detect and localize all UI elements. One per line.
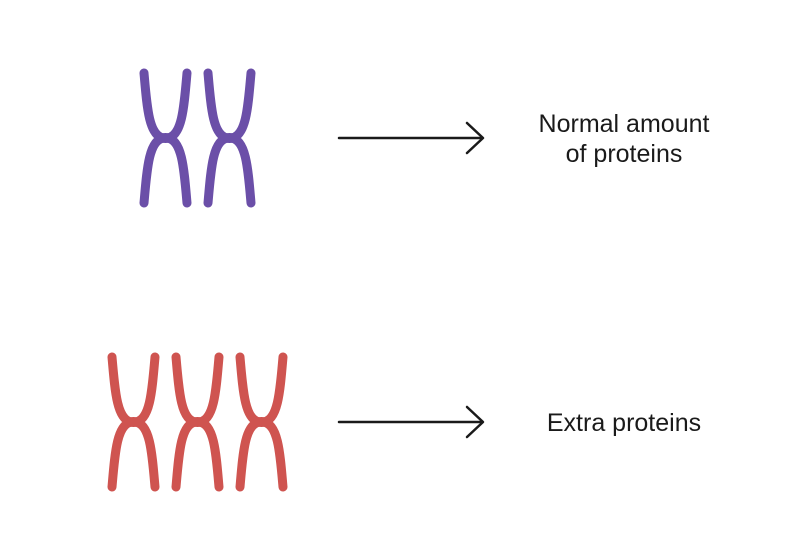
extra-arrow-icon: [337, 405, 485, 439]
extra-proteins-label: Extra proteins: [494, 408, 754, 438]
normal-proteins-label: Normal amount of proteins: [494, 109, 754, 169]
normal-row: [139, 68, 485, 208]
normal-centromere-2: [220, 133, 239, 143]
normal-label-line-2: of proteins: [565, 140, 683, 168]
extra-centromere-3: [252, 417, 271, 427]
normal-chromosome-icon-1: [139, 68, 192, 208]
extra-row: [107, 352, 485, 492]
extra-label-line-1: Extra proteins: [546, 409, 702, 437]
extra-chromosome-icon-1: [107, 352, 160, 492]
extra-arrow-head: [465, 405, 485, 439]
extra-centromere-2: [188, 417, 207, 427]
normal-arrow-head: [465, 121, 485, 155]
extra-chromosome-icon-3: [235, 352, 288, 492]
normal-chromosome-icon-2: [203, 68, 256, 208]
extra-chromosome-icon-2: [171, 352, 224, 492]
normal-arrow-icon: [337, 121, 485, 155]
normal-chromosome-group: [139, 68, 256, 208]
normal-label-line-1: Normal amount: [538, 110, 710, 138]
normal-centromere-1: [156, 133, 175, 143]
extra-centromere-1: [124, 417, 143, 427]
extra-chromosome-group: [107, 352, 288, 492]
